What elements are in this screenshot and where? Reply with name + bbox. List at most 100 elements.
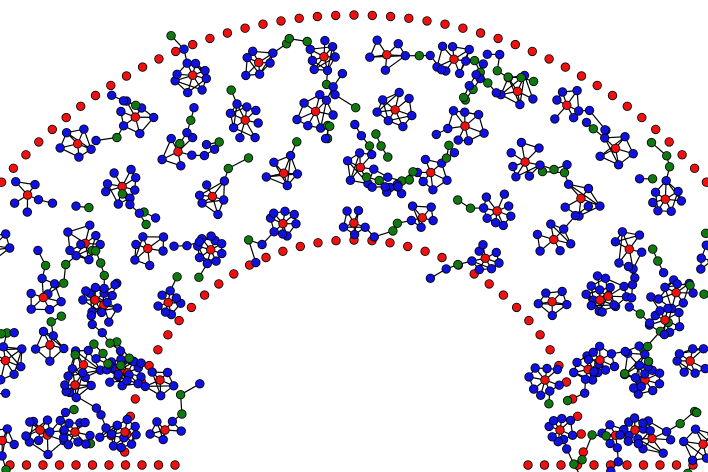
- cluster-member-node: [420, 154, 431, 165]
- cluster-member-node: [679, 436, 689, 447]
- cluster-hub-node: [390, 105, 400, 115]
- cluster-member-node: [131, 430, 141, 440]
- cluster-member-node: [9, 369, 19, 380]
- boundary-node: [258, 19, 268, 29]
- cluster-member-node: [303, 120, 313, 131]
- chain-node: [96, 410, 106, 420]
- cluster-member-node: [663, 303, 673, 314]
- boundary-node: [510, 39, 521, 50]
- chain-node: [562, 395, 573, 406]
- cluster-member-node: [112, 303, 123, 313]
- cluster-hub-node: [549, 234, 559, 245]
- cluster-member-node: [328, 110, 338, 120]
- cluster-member-node: [655, 306, 665, 316]
- boundary-node: [607, 90, 618, 101]
- cluster-member-node: [567, 430, 578, 441]
- cluster-member-node: [481, 192, 492, 202]
- cluster-member-node: [152, 417, 162, 427]
- cluster-member-node: [545, 386, 555, 396]
- cluster-member-node: [696, 253, 707, 263]
- chain-node: [130, 100, 141, 111]
- cluster-member-node: [61, 127, 72, 138]
- boundary-node: [545, 345, 555, 355]
- cluster-member-node: [367, 149, 377, 160]
- cluster-member-node: [418, 176, 428, 187]
- cluster-member-node: [254, 69, 265, 79]
- chain-node: [195, 379, 205, 389]
- cluster-member-node: [126, 439, 137, 449]
- chain-node: [201, 139, 212, 150]
- cluster-hub-node: [426, 167, 436, 178]
- cluster-member-node: [559, 224, 569, 234]
- cluster-member-node: [528, 94, 538, 104]
- cluster-hub-node: [278, 218, 288, 229]
- cluster-member-node: [698, 344, 708, 354]
- chain-node: [580, 388, 590, 398]
- chain-node: [449, 147, 460, 158]
- cluster-member-node: [499, 189, 510, 199]
- cluster-member-node: [176, 161, 186, 171]
- cluster-member-node: [383, 115, 394, 126]
- chain-node: [675, 419, 685, 429]
- chain-node: [601, 431, 611, 441]
- boundary-node: [312, 11, 323, 22]
- cluster-member-node: [130, 185, 140, 195]
- chain-node: [685, 280, 695, 291]
- cluster-member-node: [490, 217, 501, 228]
- edge: [683, 441, 707, 459]
- chain-node: [414, 51, 425, 61]
- boundary-node: [589, 460, 599, 470]
- chain-node: [528, 76, 539, 87]
- chain-node: [453, 259, 463, 270]
- cluster-member-node: [614, 258, 624, 268]
- boundary-node: [313, 238, 323, 248]
- boundary-node: [54, 460, 65, 470]
- boundary-node: [560, 62, 571, 72]
- cluster-member-node: [79, 124, 89, 134]
- cluster-hub-node: [480, 253, 491, 263]
- cluster-member-node: [292, 169, 303, 179]
- chain-node: [431, 129, 442, 140]
- chain-node: [516, 72, 526, 83]
- cluster-member-node: [482, 213, 492, 224]
- cluster-member-node: [355, 148, 365, 158]
- cluster-member-node: [81, 439, 91, 449]
- cluster-member-node: [428, 215, 438, 226]
- boundary-node: [121, 71, 132, 81]
- chain-node: [76, 239, 86, 250]
- chain-node: [683, 468, 693, 472]
- cluster-member-node: [609, 361, 620, 372]
- cluster-member-node: [629, 413, 640, 423]
- cluster-member-node: [235, 132, 245, 143]
- cluster-member-node: [654, 379, 665, 389]
- cluster-member-node: [0, 229, 11, 239]
- chain-node: [436, 64, 447, 75]
- cluster-member-node: [609, 300, 619, 310]
- chain-node: [194, 272, 204, 283]
- boundary-node: [137, 62, 148, 72]
- boundary-node: [403, 241, 413, 252]
- cluster-member-node: [96, 307, 107, 318]
- boundary-node: [422, 16, 432, 26]
- cluster-member-node: [2, 424, 13, 434]
- chain-node: [643, 356, 654, 367]
- cluster-member-node: [148, 112, 159, 123]
- cluster-member-node: [131, 239, 141, 250]
- boundary-node: [153, 460, 164, 470]
- cluster-hub-node: [595, 355, 605, 365]
- cluster-member-node: [157, 154, 167, 165]
- chain-node: [175, 390, 186, 400]
- cluster-member-node: [112, 420, 122, 431]
- cluster-member-node: [554, 380, 564, 390]
- cluster-member-node: [282, 180, 293, 191]
- cluster-member-node: [91, 230, 101, 241]
- edge: [618, 231, 623, 263]
- boundary-node: [331, 10, 341, 21]
- cluster-member-node: [202, 258, 213, 269]
- cluster-member-node: [242, 102, 252, 112]
- cluster-member-node: [327, 42, 338, 52]
- chain-node: [292, 137, 302, 147]
- chain-node: [95, 258, 106, 268]
- cluster-member-node: [557, 413, 567, 424]
- cluster-member-node: [269, 208, 279, 218]
